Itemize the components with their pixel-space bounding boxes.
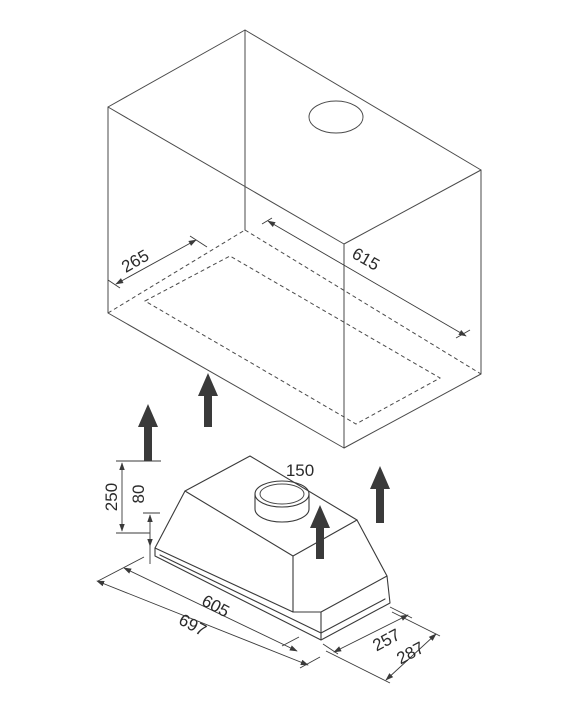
label-265: 265 (118, 246, 152, 277)
cabinet-outline (107, 29, 482, 449)
dimension-hood-width: 605 697 (96, 545, 321, 669)
label-150: 150 (286, 461, 314, 480)
cabinet-cutout (143, 255, 442, 425)
dimension-chimney: 80 (129, 485, 160, 547)
installation-arrows (138, 373, 390, 559)
dimension-cabinet-width: 615 (261, 217, 471, 339)
dimension-hood-depth: 257 287 (322, 606, 441, 684)
label-605: 605 (199, 591, 233, 621)
label-615: 615 (349, 244, 383, 275)
up-arrow-icon (138, 404, 158, 461)
cabinet-top-edge-left (107, 106, 345, 245)
cabinet-box (107, 29, 482, 449)
up-arrow-icon (370, 466, 390, 523)
duct-collar-inner (259, 483, 305, 505)
up-arrow-icon (198, 373, 218, 427)
duct-collar-rim (254, 480, 310, 508)
label-80: 80 (129, 485, 148, 504)
duct-hole-icon (308, 100, 364, 134)
hood-left-face (154, 490, 294, 613)
dimension-hood-height: 250 (102, 460, 161, 534)
hood-right-face (320, 519, 388, 613)
dimension-duct: 150 (286, 461, 314, 480)
label-250: 250 (102, 483, 121, 511)
duct-collar (254, 493, 310, 523)
up-arrow-icon (310, 505, 330, 559)
cabinet-top-edge-right (343, 169, 482, 245)
